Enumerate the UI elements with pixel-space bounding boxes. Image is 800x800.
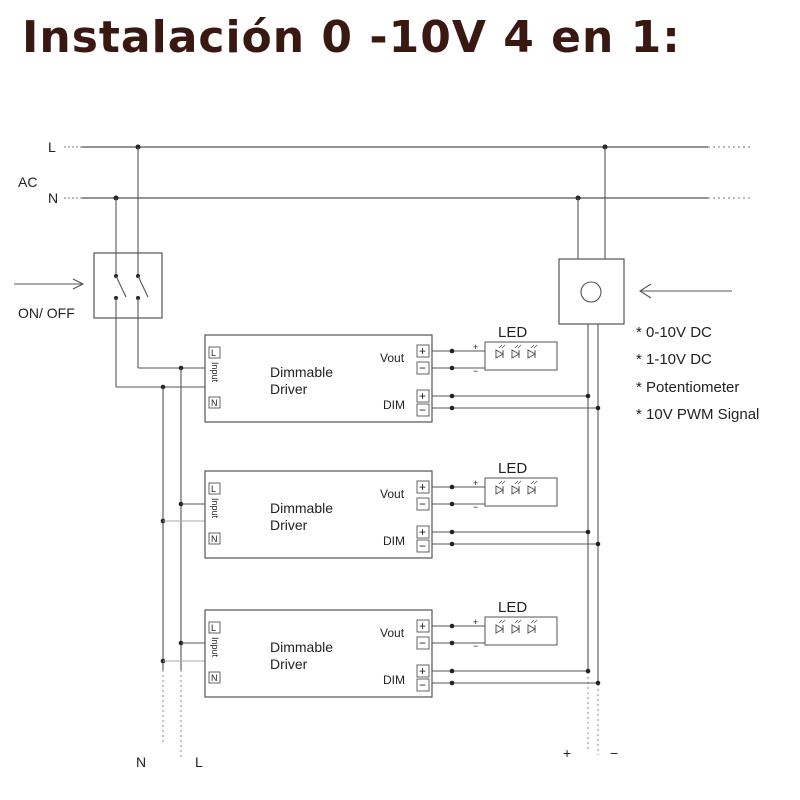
dim-plus: + bbox=[419, 664, 426, 678]
pin-n-label: N bbox=[211, 398, 218, 408]
vout-plus: + bbox=[419, 480, 426, 494]
input-label: Input bbox=[210, 498, 220, 519]
led-label: LED bbox=[498, 460, 527, 477]
bottom-n-label: N bbox=[136, 754, 146, 770]
dimmer-option-4: * 10V PWM Signal bbox=[636, 406, 759, 423]
led-plus: + bbox=[473, 478, 478, 488]
led-minus: − bbox=[473, 366, 478, 376]
pin-l-label: L bbox=[211, 348, 216, 358]
driver-name-line1: Dimmable bbox=[270, 364, 333, 380]
bottom-minus-label: − bbox=[610, 745, 618, 761]
driver-1-labels: Dimmable Driver Input L N Vout DIM + − +… bbox=[210, 324, 527, 417]
bottom-plus-label: + bbox=[563, 745, 571, 761]
led-minus: − bbox=[473, 641, 478, 651]
led-label: LED bbox=[498, 599, 527, 616]
driver-name-line2: Driver bbox=[270, 381, 308, 397]
pin-l-label: L bbox=[211, 623, 216, 633]
vout-label: Vout bbox=[380, 626, 405, 640]
pin-l-label: L bbox=[211, 484, 216, 494]
line-n-label: N bbox=[48, 190, 58, 206]
bottom-l-label: L bbox=[195, 754, 203, 770]
dim-label: DIM bbox=[383, 398, 405, 412]
dimmer-knob bbox=[580, 281, 602, 303]
driver-2-labels: Dimmable Driver Input L N Vout DIM + − +… bbox=[210, 460, 527, 553]
dim-minus: − bbox=[419, 403, 426, 417]
pin-n-label: N bbox=[211, 534, 218, 544]
driver-name-line1: Dimmable bbox=[270, 639, 333, 655]
dim-minus: − bbox=[419, 539, 426, 553]
vout-label: Vout bbox=[380, 487, 405, 501]
on-off-switch bbox=[93, 252, 163, 319]
switch-label: ON/ OFF bbox=[18, 305, 75, 321]
ac-label: AC bbox=[18, 174, 37, 190]
pin-n-label: N bbox=[211, 673, 218, 683]
driver-name-line1: Dimmable bbox=[270, 500, 333, 516]
vout-plus: + bbox=[419, 344, 426, 358]
driver-name-line2: Driver bbox=[270, 656, 308, 672]
led-label: LED bbox=[498, 324, 527, 341]
vout-minus: − bbox=[419, 497, 426, 511]
vout-minus: − bbox=[419, 361, 426, 375]
input-label: Input bbox=[210, 637, 220, 658]
led-plus: + bbox=[473, 617, 478, 627]
dim-minus: − bbox=[419, 678, 426, 692]
line-l-label: L bbox=[48, 139, 56, 155]
led-minus: − bbox=[473, 502, 478, 512]
dim-label: DIM bbox=[383, 534, 405, 548]
dim-plus: + bbox=[419, 525, 426, 539]
dim-label: DIM bbox=[383, 673, 405, 687]
dimmer-option-2: * 1-10V DC bbox=[636, 351, 712, 368]
driver-3-labels: Dimmable Driver Input L N Vout DIM + − +… bbox=[210, 599, 527, 692]
led-plus: + bbox=[473, 342, 478, 352]
input-label: Input bbox=[210, 362, 220, 383]
vout-minus: − bbox=[419, 636, 426, 650]
page-title: Instalación 0 -10V 4 en 1: bbox=[22, 12, 681, 63]
driver-name-line2: Driver bbox=[270, 517, 308, 533]
vout-plus: + bbox=[419, 619, 426, 633]
dimmer-option-3: * Potentiometer bbox=[636, 379, 739, 396]
dim-plus: + bbox=[419, 389, 426, 403]
vout-label: Vout bbox=[380, 351, 405, 365]
dimmer-option-1: * 0-10V DC bbox=[636, 324, 712, 341]
